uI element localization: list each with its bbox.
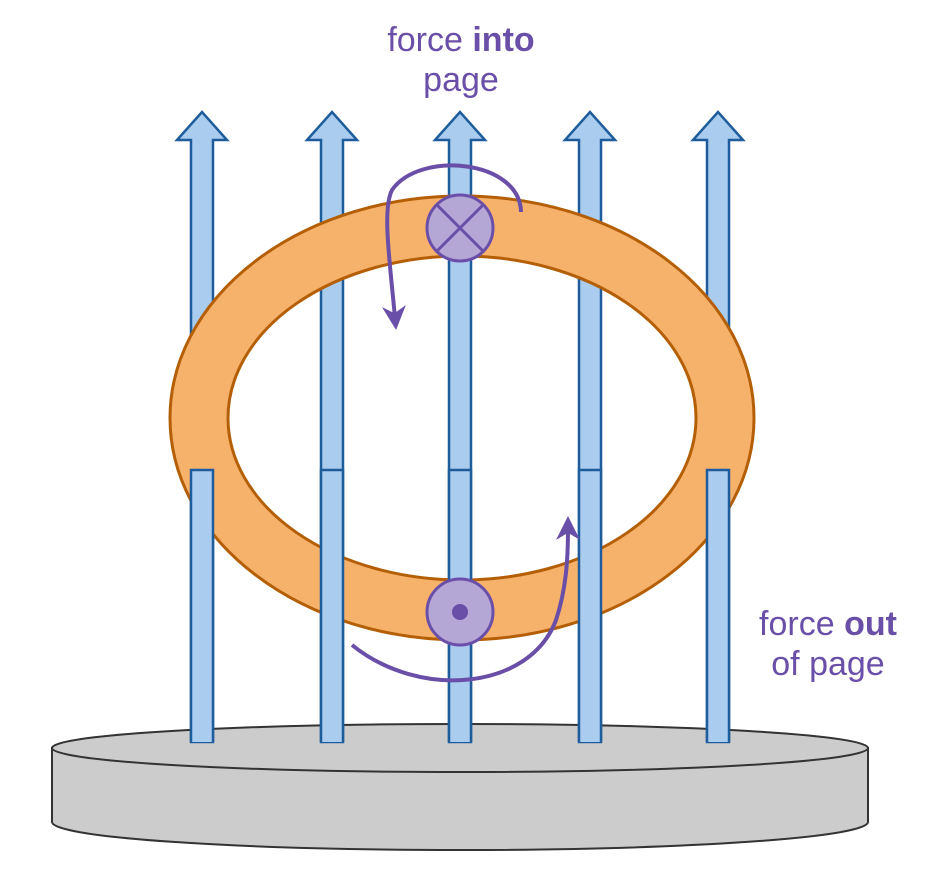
into-word: into xyxy=(472,21,535,59)
out-word: out xyxy=(844,605,897,643)
field-arrow-front-1 xyxy=(189,468,215,742)
field-arrow-front-2 xyxy=(319,468,345,742)
of-page-word: of page xyxy=(771,645,885,683)
force-out-of-page-label: force out of page xyxy=(730,604,926,684)
rotation-arrows xyxy=(350,163,580,683)
top-rotation-arrow xyxy=(381,163,523,330)
bottom-rotation-arrow xyxy=(350,516,580,683)
magnetic-field-arrows-front xyxy=(189,468,731,742)
out-of-page-dot-icon xyxy=(425,577,495,647)
page-word: page xyxy=(423,61,499,99)
field-arrow-front-4 xyxy=(577,468,603,742)
force-word: force xyxy=(759,605,835,643)
force-into-page-label: force into page xyxy=(345,20,577,100)
field-arrow-front-5 xyxy=(705,468,731,742)
into-page-cross-icon xyxy=(425,193,495,263)
force-word: force xyxy=(387,21,463,59)
